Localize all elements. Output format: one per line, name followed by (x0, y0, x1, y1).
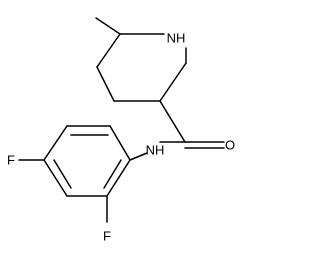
bond-c3-carbonyl (159, 100, 186, 143)
bond-ar-inner-3 (103, 159, 122, 189)
bond-methyl (95, 17, 121, 35)
difluorophenyl-ring (18, 125, 131, 223)
carboxamide-group (129, 100, 225, 161)
bond-ar1-ar2 (109, 125, 131, 161)
structure-diagram: NH O NH F F (7, 17, 235, 244)
bond-ar4-ar5 (43, 159, 68, 197)
bond-c2-c3 (159, 62, 187, 102)
bond-c4-c5 (96, 66, 115, 102)
atom-label-oxygen: O (225, 138, 235, 153)
bond-ar-inner-2 (53, 159, 72, 189)
piperidine-ring (95, 17, 187, 102)
atom-label-nh-amide: NH (146, 143, 165, 158)
bond-ar6-ar1 (106, 159, 131, 197)
bond-n-aryl (129, 152, 148, 161)
atom-label-fluorine-ortho: F (103, 229, 111, 244)
bond-c5-c6 (96, 33, 121, 68)
atom-label-nh-ring: NH (167, 31, 186, 46)
bond-ar3-ar4 (43, 125, 68, 161)
atom-label-fluorine-para: F (7, 153, 15, 168)
